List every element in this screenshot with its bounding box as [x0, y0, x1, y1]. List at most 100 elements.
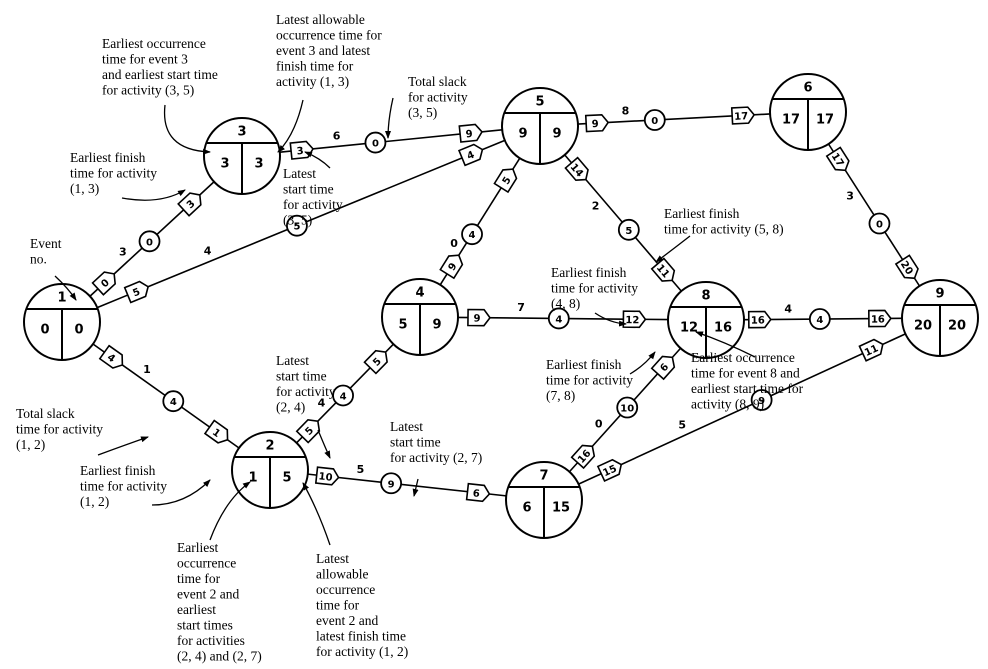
total-slack-circle: [868, 212, 891, 235]
total-slack-circle: [616, 396, 639, 419]
total-slack-label: 4: [469, 230, 476, 241]
event-number: 5: [535, 95, 544, 110]
annotation-line: Earliest finish: [70, 150, 146, 165]
earliest-finish-tag: 12: [622, 310, 647, 329]
annotation-line: and earliest start time: [102, 67, 218, 82]
earliest-finish-tag-shape: [177, 192, 202, 217]
latest-start-tag-label: 9: [473, 314, 480, 325]
latest-allowable-time: 20: [948, 319, 966, 334]
earliest-finish-tag-label: 6: [472, 488, 480, 500]
latest-start-tag-shape: [596, 458, 623, 483]
total-slack-label: 0: [876, 220, 883, 231]
earliest-finish-tag: 5: [363, 349, 388, 375]
annotation-line: time for event 8 and: [691, 366, 800, 381]
latest-start-tag: 4: [98, 344, 124, 369]
annotation-line: start time: [276, 369, 327, 384]
annotation-arrow-icon: [97, 436, 149, 456]
annotation-arrow-icon: [412, 478, 419, 497]
earliest-finish-tag-label: 5: [501, 175, 514, 187]
annotation-line: (2, 4): [276, 400, 305, 415]
annotation-arrow-icon: [151, 479, 211, 506]
annotation-arrow-icon: [302, 482, 331, 546]
earliest-finish-tag: 6: [650, 355, 676, 381]
total-slack-label: 5: [625, 226, 632, 237]
annotation-arrow-icon: [629, 351, 656, 375]
total-slack-circle: [286, 214, 308, 237]
earliest-finish-tag-label: 9: [465, 129, 473, 141]
annotation-line: for activity (2, 7): [390, 450, 482, 465]
total-slack-circle: [332, 384, 354, 407]
total-slack-circle: [138, 230, 161, 253]
annotation-line: for activities: [177, 633, 245, 648]
total-slack-label: 0: [146, 237, 153, 248]
annotation-line: time for activity: [551, 281, 638, 296]
annotation-line: Earliest finish: [664, 206, 740, 221]
latest-start-tag-label: 9: [591, 119, 599, 130]
event-number: 4: [415, 286, 424, 301]
total-slack-label: 4: [816, 315, 823, 326]
event-number: 8: [701, 289, 710, 304]
latest-start-tag-shape: [439, 254, 464, 280]
latest-start-tag: 5: [295, 419, 321, 444]
annotation-line: earliest start time for: [691, 381, 804, 396]
latest-start-tag-shape: [314, 466, 340, 486]
annotation-line: Total slack: [408, 74, 467, 89]
earliest-finish-tag-label: 16: [871, 314, 885, 325]
earliest-finish-tag-shape: [650, 257, 676, 282]
earliest-finish-tag: 17: [730, 106, 756, 125]
latest-start-tag-shape: [570, 444, 596, 470]
latest-allowable-time: 15: [552, 501, 570, 516]
annotation-line: Earliest finish: [551, 265, 627, 280]
duration-label: 7: [517, 301, 525, 314]
duration-label: 5: [357, 463, 365, 476]
earliest-finish-tag-shape: [465, 482, 491, 503]
earliest-finish-tag: 4: [457, 143, 484, 167]
annotation-line: for activity: [276, 384, 336, 399]
latest-start-tag-label: 5: [131, 287, 142, 300]
earliest-finish-tag: 11: [858, 338, 884, 362]
earliest-occurrence-time: 1: [248, 471, 257, 486]
latest-start-tag: 16: [747, 310, 772, 329]
duration-label: 4: [784, 302, 792, 315]
total-slack-label: 0: [651, 116, 658, 127]
annotation-line: Latest: [316, 551, 349, 566]
total-slack-circle: [461, 223, 483, 246]
annotation-line: (1, 2): [80, 494, 109, 509]
total-slack-circle: [162, 390, 185, 413]
annotation-arrow-icon: [594, 312, 627, 327]
earliest-finish-tag-shape: [650, 355, 676, 381]
annotation-line: time for: [177, 571, 221, 586]
total-slack-label: 10: [620, 404, 634, 415]
earliest-occurrence-time: 3: [220, 157, 229, 172]
event-number: 1: [57, 291, 66, 306]
annotation-line: Latest allowable: [276, 12, 365, 27]
total-slack-circle: [643, 109, 666, 131]
annotation-line: activity (1, 3): [276, 74, 349, 89]
event-number: 9: [935, 287, 944, 302]
latest-start-tag: 9: [467, 308, 491, 327]
total-slack-circle: [380, 472, 403, 495]
earliest-occurrence-time: 17: [782, 113, 800, 128]
total-slack-circle: [364, 131, 387, 154]
annotation-line: (2, 4) and (2, 7): [177, 649, 262, 664]
earliest-finish-tag-label: 12: [625, 315, 639, 326]
latest-start-tag-shape: [564, 156, 589, 182]
annotation-line: Latest: [276, 353, 309, 368]
